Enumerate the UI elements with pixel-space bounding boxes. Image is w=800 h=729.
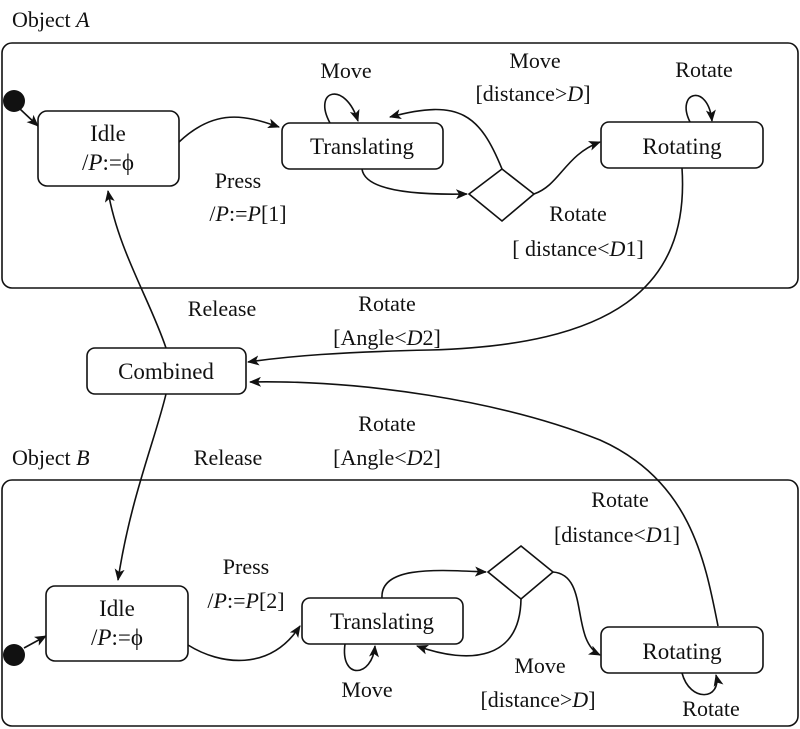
transition-rotating-a-combined	[247, 167, 684, 366]
transition-rotating-b-combined	[249, 376, 719, 627]
self-loop-rotate-a	[685, 94, 716, 123]
transition-idle-translating-a	[178, 116, 280, 143]
press-label-b: Press	[223, 554, 269, 579]
transition-combined-idle-b	[114, 393, 167, 581]
svg-text:Translating: Translating	[310, 134, 414, 159]
initial-state-a	[3, 90, 25, 112]
release-label-a: Release	[188, 296, 256, 321]
decision-a	[467, 167, 536, 223]
object-b-frame	[1, 479, 799, 727]
rotate-b-combined-guard: [Angle<D2]	[333, 445, 441, 470]
transition-decision-rotating-a	[533, 141, 601, 195]
move-back-guard-b: [distance>D]	[480, 687, 595, 712]
svg-text:/P:=ϕ: /P:=ϕ	[91, 625, 143, 650]
transition-combined-idle-a	[104, 190, 167, 349]
transition-decision-translating-b	[416, 598, 522, 657]
initial-transition-b	[23, 635, 47, 649]
release-label-b: Release	[194, 445, 262, 470]
object-a-title: Object A	[12, 7, 90, 32]
initial-state-b	[3, 644, 25, 666]
object-a-frame	[1, 42, 799, 289]
decision-b	[486, 544, 555, 601]
rotate-a-combined-guard: [Angle<D2]	[333, 325, 441, 350]
self-loop-move-b	[343, 643, 379, 672]
state-translating-a[interactable]: Translating	[281, 122, 444, 170]
transition-decision-translating-a	[389, 108, 503, 170]
state-rotating-b[interactable]: Rotating	[600, 626, 764, 674]
press-label-a: Press	[215, 168, 261, 193]
transition-translating-decision-b	[381, 566, 487, 599]
move-back-label-b: Move	[514, 653, 565, 678]
self-move-label-b: Move	[341, 677, 392, 702]
object-b-title: Object B	[12, 445, 90, 470]
self-loop-move-a	[324, 93, 360, 124]
state-rotating-a[interactable]: Rotating	[600, 121, 764, 169]
move-back-label-a: Move	[509, 48, 560, 73]
state-idle-a[interactable]: Idle /P:=ϕ	[37, 110, 180, 187]
initial-transition-a	[19, 108, 39, 127]
self-loop-rotate-b	[681, 672, 724, 696]
rotate-a-combined-label: Rotate	[358, 291, 415, 316]
svg-text:Rotating: Rotating	[642, 134, 722, 159]
move-back-guard-a: [distance>D]	[475, 81, 590, 106]
transition-decision-rotating-b	[552, 571, 601, 656]
svg-text:Translating: Translating	[330, 609, 434, 634]
svg-text:/P:=ϕ: /P:=ϕ	[82, 150, 134, 175]
state-combined[interactable]: Combined	[86, 347, 247, 395]
rotate-b-combined-label: Rotate	[358, 411, 415, 436]
transition-translating-decision-a	[361, 168, 468, 200]
rotate-guard-label-b: Rotate	[591, 487, 648, 512]
state-translating-b[interactable]: Translating	[301, 597, 464, 645]
rotate-guard-label-a: Rotate	[549, 201, 606, 226]
svg-text:Combined: Combined	[118, 359, 214, 384]
svg-text:Idle: Idle	[99, 596, 135, 621]
press-action-b: /P:=P[2]	[207, 588, 284, 613]
transition-idle-translating-b	[187, 625, 301, 662]
press-action-a: /P:=P[1]	[209, 201, 286, 226]
self-rotate-label-a: Rotate	[675, 57, 732, 82]
self-move-label-a: Move	[320, 58, 371, 83]
rotate-guard-b: [distance<D1]	[554, 522, 680, 547]
self-rotate-label-b: Rotate	[682, 696, 739, 721]
state-idle-b[interactable]: Idle /P:=ϕ	[45, 585, 189, 662]
rotate-guard-a: [ distance<D1]	[512, 236, 644, 261]
svg-text:Idle: Idle	[90, 121, 126, 146]
svg-text:Rotating: Rotating	[642, 639, 722, 664]
